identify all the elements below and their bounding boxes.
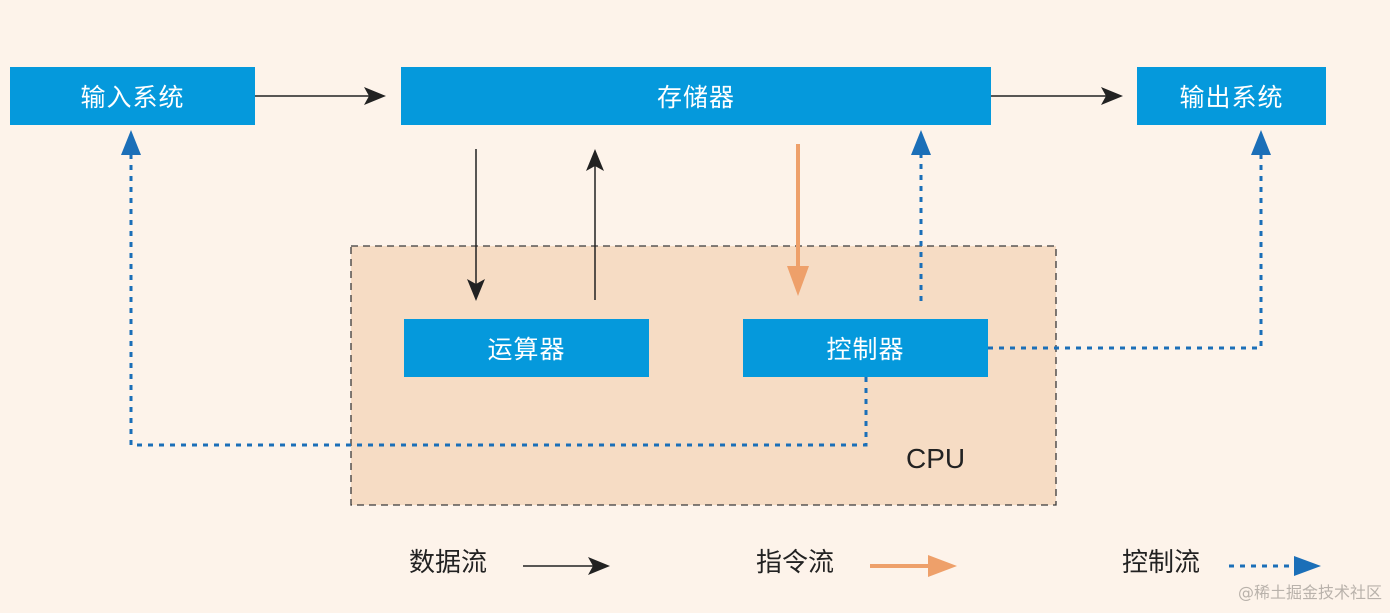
output-system-label: 输出系统 (1179, 83, 1284, 112)
memory-label: 存储器 (656, 83, 735, 112)
controller-label: 控制器 (826, 335, 905, 364)
arrowhead-memory-to-output (1101, 87, 1123, 105)
cpu-label: CPU (906, 443, 966, 474)
alu-label: 运算器 (487, 335, 566, 364)
arrowhead-memory-to-controller (787, 266, 809, 296)
legend-instruction-flow-head (928, 555, 957, 577)
watermark: @稀土掘金技术社区 (1237, 583, 1382, 602)
arrowhead-memory-to-alu (467, 279, 485, 301)
legend-data-flow-label: 数据流 (409, 548, 488, 578)
legend-data-flow-head (588, 557, 610, 575)
arrowhead-controller-to-memory (911, 130, 931, 155)
data-flow-arrows (255, 87, 1123, 301)
input-system-label: 输入系统 (80, 83, 185, 112)
arrowhead-controller-to-input (121, 130, 141, 155)
legend-instruction-flow-label: 指令流 (756, 548, 835, 578)
control-flow-arrows (129, 150, 1263, 447)
instruction-flow-arrows (787, 144, 809, 296)
arrowhead-controller-to-output (1251, 130, 1271, 155)
output-system-box: 输出系统 (1137, 67, 1326, 125)
controller-box: 控制器 (743, 319, 988, 377)
control-arrow-controller-to-input (129, 150, 868, 447)
alu-box: 运算器 (404, 319, 649, 377)
memory-box: 存储器 (401, 67, 991, 125)
arrowhead-input-to-memory (364, 87, 386, 105)
control-arrow-controller-to-output (988, 152, 1263, 350)
legend-samples (523, 555, 1321, 577)
legend-control-flow-head (1294, 556, 1321, 576)
input-system-box: 输入系统 (10, 67, 255, 125)
legend-control-flow-label: 控制流 (1122, 548, 1201, 578)
arrowhead-alu-to-memory (586, 149, 604, 171)
